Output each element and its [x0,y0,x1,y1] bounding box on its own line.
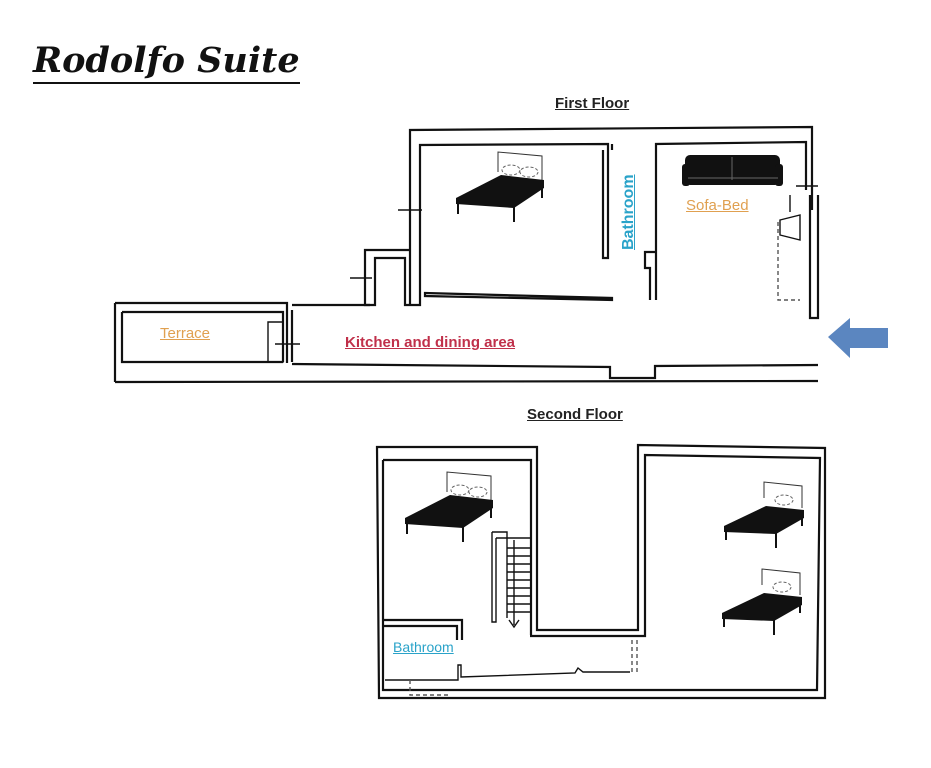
second-floor-plan [375,443,827,700]
sofa-icon [682,155,783,186]
first-floor-plan [113,125,820,384]
second-floor-bathroom-label: Bathroom [393,639,454,655]
kitchen-label: Kitchen and dining area [345,334,516,351]
page-title: Rodolfo Suite [33,40,300,84]
second-floor-heading: Second Floor [527,406,623,423]
sofa-bed-label: Sofa-Bed [686,197,749,214]
terrace-label: Terrace [160,325,211,342]
bed-icon [404,471,494,543]
first-floor-heading: First Floor [555,95,630,112]
arrow-left-icon [828,318,888,358]
single-bed-icon [723,481,805,549]
single-bed-icon [721,568,803,636]
bed-icon [455,151,545,223]
first-floor-bathroom-label: Bathroom [620,174,637,250]
